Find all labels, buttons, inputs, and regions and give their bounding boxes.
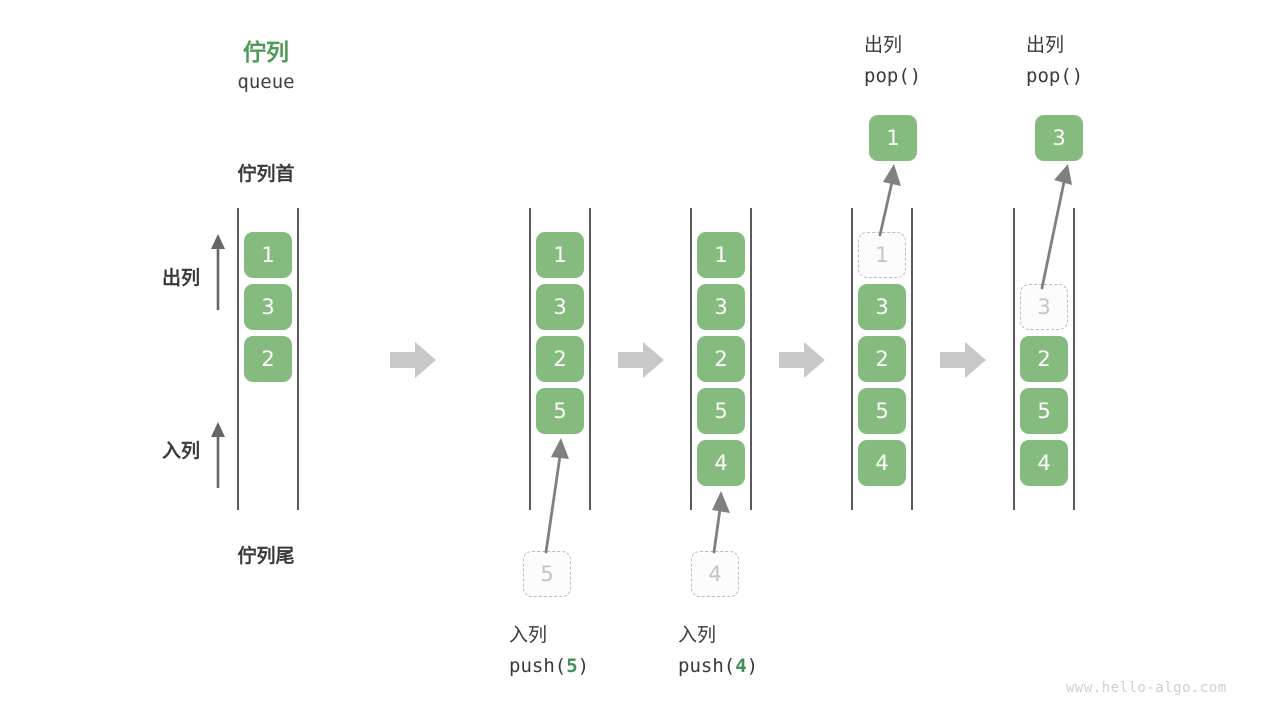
queue-rail-left (851, 208, 853, 510)
queue-column-push-5: 1 3 2 5 (529, 208, 591, 510)
queue-cell[interactable]: 1 (697, 232, 745, 278)
queue-cell[interactable]: 5 (536, 388, 584, 434)
push-fn-arg: 4 (735, 655, 747, 677)
push-4-caption: 入列 push(4) (678, 620, 758, 682)
queue-cell[interactable]: 4 (858, 440, 906, 486)
queue-cell[interactable]: 2 (244, 336, 292, 382)
pop-caption-fn: pop() (1026, 65, 1084, 87)
right-block-arrow-icon (779, 342, 825, 378)
queue-column-pop-1: 1 3 2 5 4 (851, 208, 913, 510)
up-arrow-icon (211, 422, 225, 488)
queue-rail-right (911, 208, 913, 510)
up-arrow-icon (211, 234, 225, 310)
queue-rail-left (529, 208, 531, 510)
curved-flow-arrow-icon (1040, 164, 1072, 290)
queue-cell[interactable]: 5 (1020, 388, 1068, 434)
queue-cell[interactable]: 3 (244, 284, 292, 330)
push-caption-cn: 入列 (678, 624, 717, 646)
queue-column-pop-3: 3 2 5 4 (1013, 208, 1075, 510)
queue-column-push-4: 1 3 2 5 4 (690, 208, 752, 510)
right-block-arrow-icon (390, 342, 436, 378)
queue-rail-left (1013, 208, 1015, 510)
queue-rail-left (237, 208, 239, 510)
queue-cell[interactable]: 3 (697, 284, 745, 330)
pop-3-caption: 出列 pop() (1026, 30, 1083, 92)
push-caption-fn: push(5) (509, 651, 589, 682)
push-fn-arg: 5 (566, 655, 578, 677)
pop-1-caption: 出列 pop() (864, 30, 921, 92)
queue-cell[interactable]: 2 (697, 336, 745, 382)
push-caption-cn: 入列 (509, 624, 548, 646)
queue-cell[interactable]: 3 (858, 284, 906, 330)
right-block-arrow-icon (940, 342, 986, 378)
dequeue-direction-label: 出列 (161, 267, 200, 289)
curved-flow-arrow-icon (544, 438, 569, 554)
queue-cell[interactable]: 4 (1020, 440, 1068, 486)
queue-head-label: 佇列首 (237, 163, 295, 185)
push-fn-post: ) (746, 655, 759, 677)
queue-rail-right (1073, 208, 1075, 510)
queue-cell[interactable]: 2 (858, 336, 906, 382)
queue-cell-ghost[interactable]: 3 (1020, 284, 1068, 330)
popped-cell[interactable]: 3 (1035, 115, 1083, 161)
curved-flow-arrow-icon (878, 164, 901, 237)
pop-caption-fn: pop() (864, 65, 922, 87)
pop-caption-cn: 出列 (1026, 34, 1065, 56)
queue-cell[interactable]: 1 (536, 232, 584, 278)
queue-cell[interactable]: 1 (244, 232, 292, 278)
queue-cell[interactable]: 5 (697, 388, 745, 434)
popped-cell[interactable]: 1 (869, 115, 917, 161)
queue-tail-label: 佇列尾 (237, 545, 295, 567)
queue-cell[interactable]: 3 (536, 284, 584, 330)
queue-cell[interactable]: 2 (536, 336, 584, 382)
queue-cell[interactable]: 4 (697, 440, 745, 486)
queue-rail-right (297, 208, 299, 510)
diagram-title-en: queue (237, 71, 295, 93)
queue-cell[interactable]: 5 (858, 388, 906, 434)
curved-flow-arrow-icon (712, 491, 730, 554)
push-ghost-cell[interactable]: 5 (523, 551, 571, 597)
queue-cell[interactable]: 2 (1020, 336, 1068, 382)
enqueue-direction-label: 入列 (161, 440, 200, 462)
queue-column-initial: 1 3 2 (237, 208, 299, 510)
right-block-arrow-icon (618, 342, 664, 378)
queue-rail-left (690, 208, 692, 510)
push-fn-pre: push( (509, 655, 567, 677)
pop-caption-cn: 出列 (864, 34, 903, 56)
diagram-title-cn: 佇列 (243, 40, 289, 66)
watermark: www.hello-algo.com (1066, 680, 1227, 696)
push-fn-pre: push( (678, 655, 736, 677)
push-fn-post: ) (577, 655, 590, 677)
push-caption-fn: push(4) (678, 651, 758, 682)
queue-rail-right (589, 208, 591, 510)
push-ghost-cell[interactable]: 4 (691, 551, 739, 597)
queue-rail-right (750, 208, 752, 510)
push-5-caption: 入列 push(5) (509, 620, 589, 682)
